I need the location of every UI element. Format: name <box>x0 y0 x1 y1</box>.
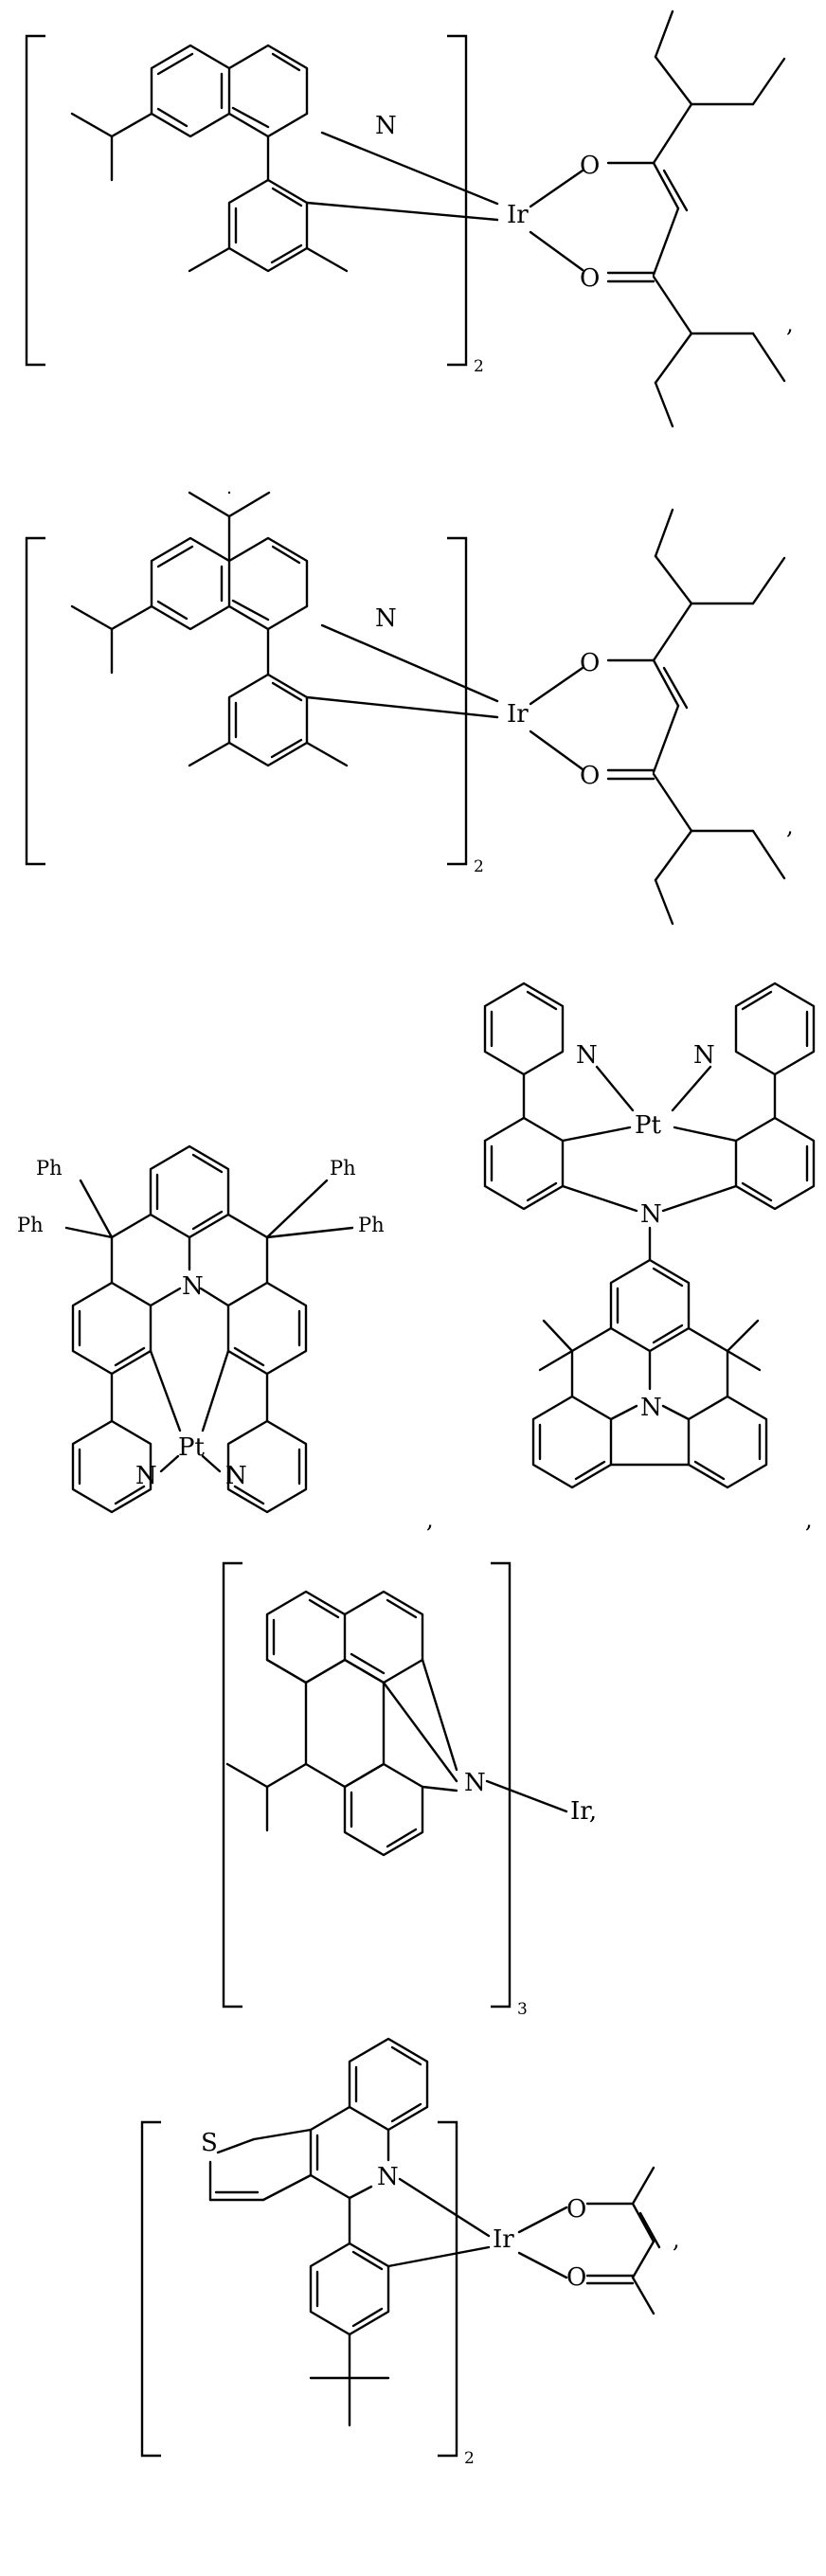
phenyl-label: Ph <box>17 1214 44 1236</box>
atom-label: N <box>464 1769 486 1797</box>
right-bracket <box>447 538 466 864</box>
left-bracket <box>27 538 45 864</box>
bracket-subscript: 2 <box>474 357 484 376</box>
left-bracket <box>224 1563 242 2007</box>
structure-2: N Ir 2 O O , <box>27 493 794 924</box>
structure-5: N Ir, 3 <box>224 1563 597 2019</box>
separator-comma: , <box>786 813 794 839</box>
bracket-subscript: 2 <box>464 2449 475 2468</box>
metal-label: Ir <box>507 201 529 229</box>
atom-label: O <box>566 2195 586 2224</box>
atom-label: O <box>580 762 600 790</box>
left-bracket <box>142 2122 161 2456</box>
metal-label: Ir <box>507 700 529 729</box>
ring <box>152 45 229 136</box>
structure-3: Ph Ph Ph Ph N Pt N N <box>17 1146 434 1533</box>
atom-label: N <box>640 1200 662 1229</box>
separator-comma: , <box>786 311 794 337</box>
phenyl-label: Ph <box>330 1157 356 1180</box>
atom-label: O <box>566 2263 586 2292</box>
atom-label: S <box>201 2129 218 2157</box>
structure-6: N S Ir 2 O O , <box>142 2039 680 2468</box>
metal-label: Pt <box>178 1433 205 1462</box>
structure-1: N Ir 2 O O , <box>27 11 794 426</box>
separator-comma: , <box>426 1506 434 1533</box>
atom-label: N <box>225 1462 247 1490</box>
separator-comma: , <box>673 2226 680 2253</box>
metal-label: Ir, <box>570 1797 597 1826</box>
right-bracket <box>447 36 466 365</box>
right-bracket <box>491 1563 510 2007</box>
atom-label: O <box>580 264 600 293</box>
atom-label: N <box>135 1462 157 1490</box>
atom-label: N <box>640 1394 662 1422</box>
atom-label: O <box>580 649 600 677</box>
left-bracket <box>27 36 45 365</box>
atom-label: O <box>580 152 600 180</box>
atom-label: N <box>375 604 397 633</box>
phenyl-label: Ph <box>358 1214 385 1236</box>
atom-label: N <box>693 1041 715 1070</box>
bracket-subscript: 3 <box>517 2000 528 2019</box>
atom-label: N <box>182 1272 204 1301</box>
atom-label: N <box>576 1041 598 1070</box>
metal-label: Pt <box>635 1111 661 1140</box>
bracket-subscript: 2 <box>474 857 484 876</box>
structure-4: N N Pt N <box>485 983 814 1533</box>
right-bracket <box>438 2122 457 2456</box>
atom-label: N <box>375 112 397 140</box>
metal-label: Ir <box>493 2225 514 2254</box>
separator-comma: , <box>805 1506 813 1533</box>
atom-label: N <box>377 2163 399 2191</box>
phenyl-label: Ph <box>36 1157 63 1180</box>
